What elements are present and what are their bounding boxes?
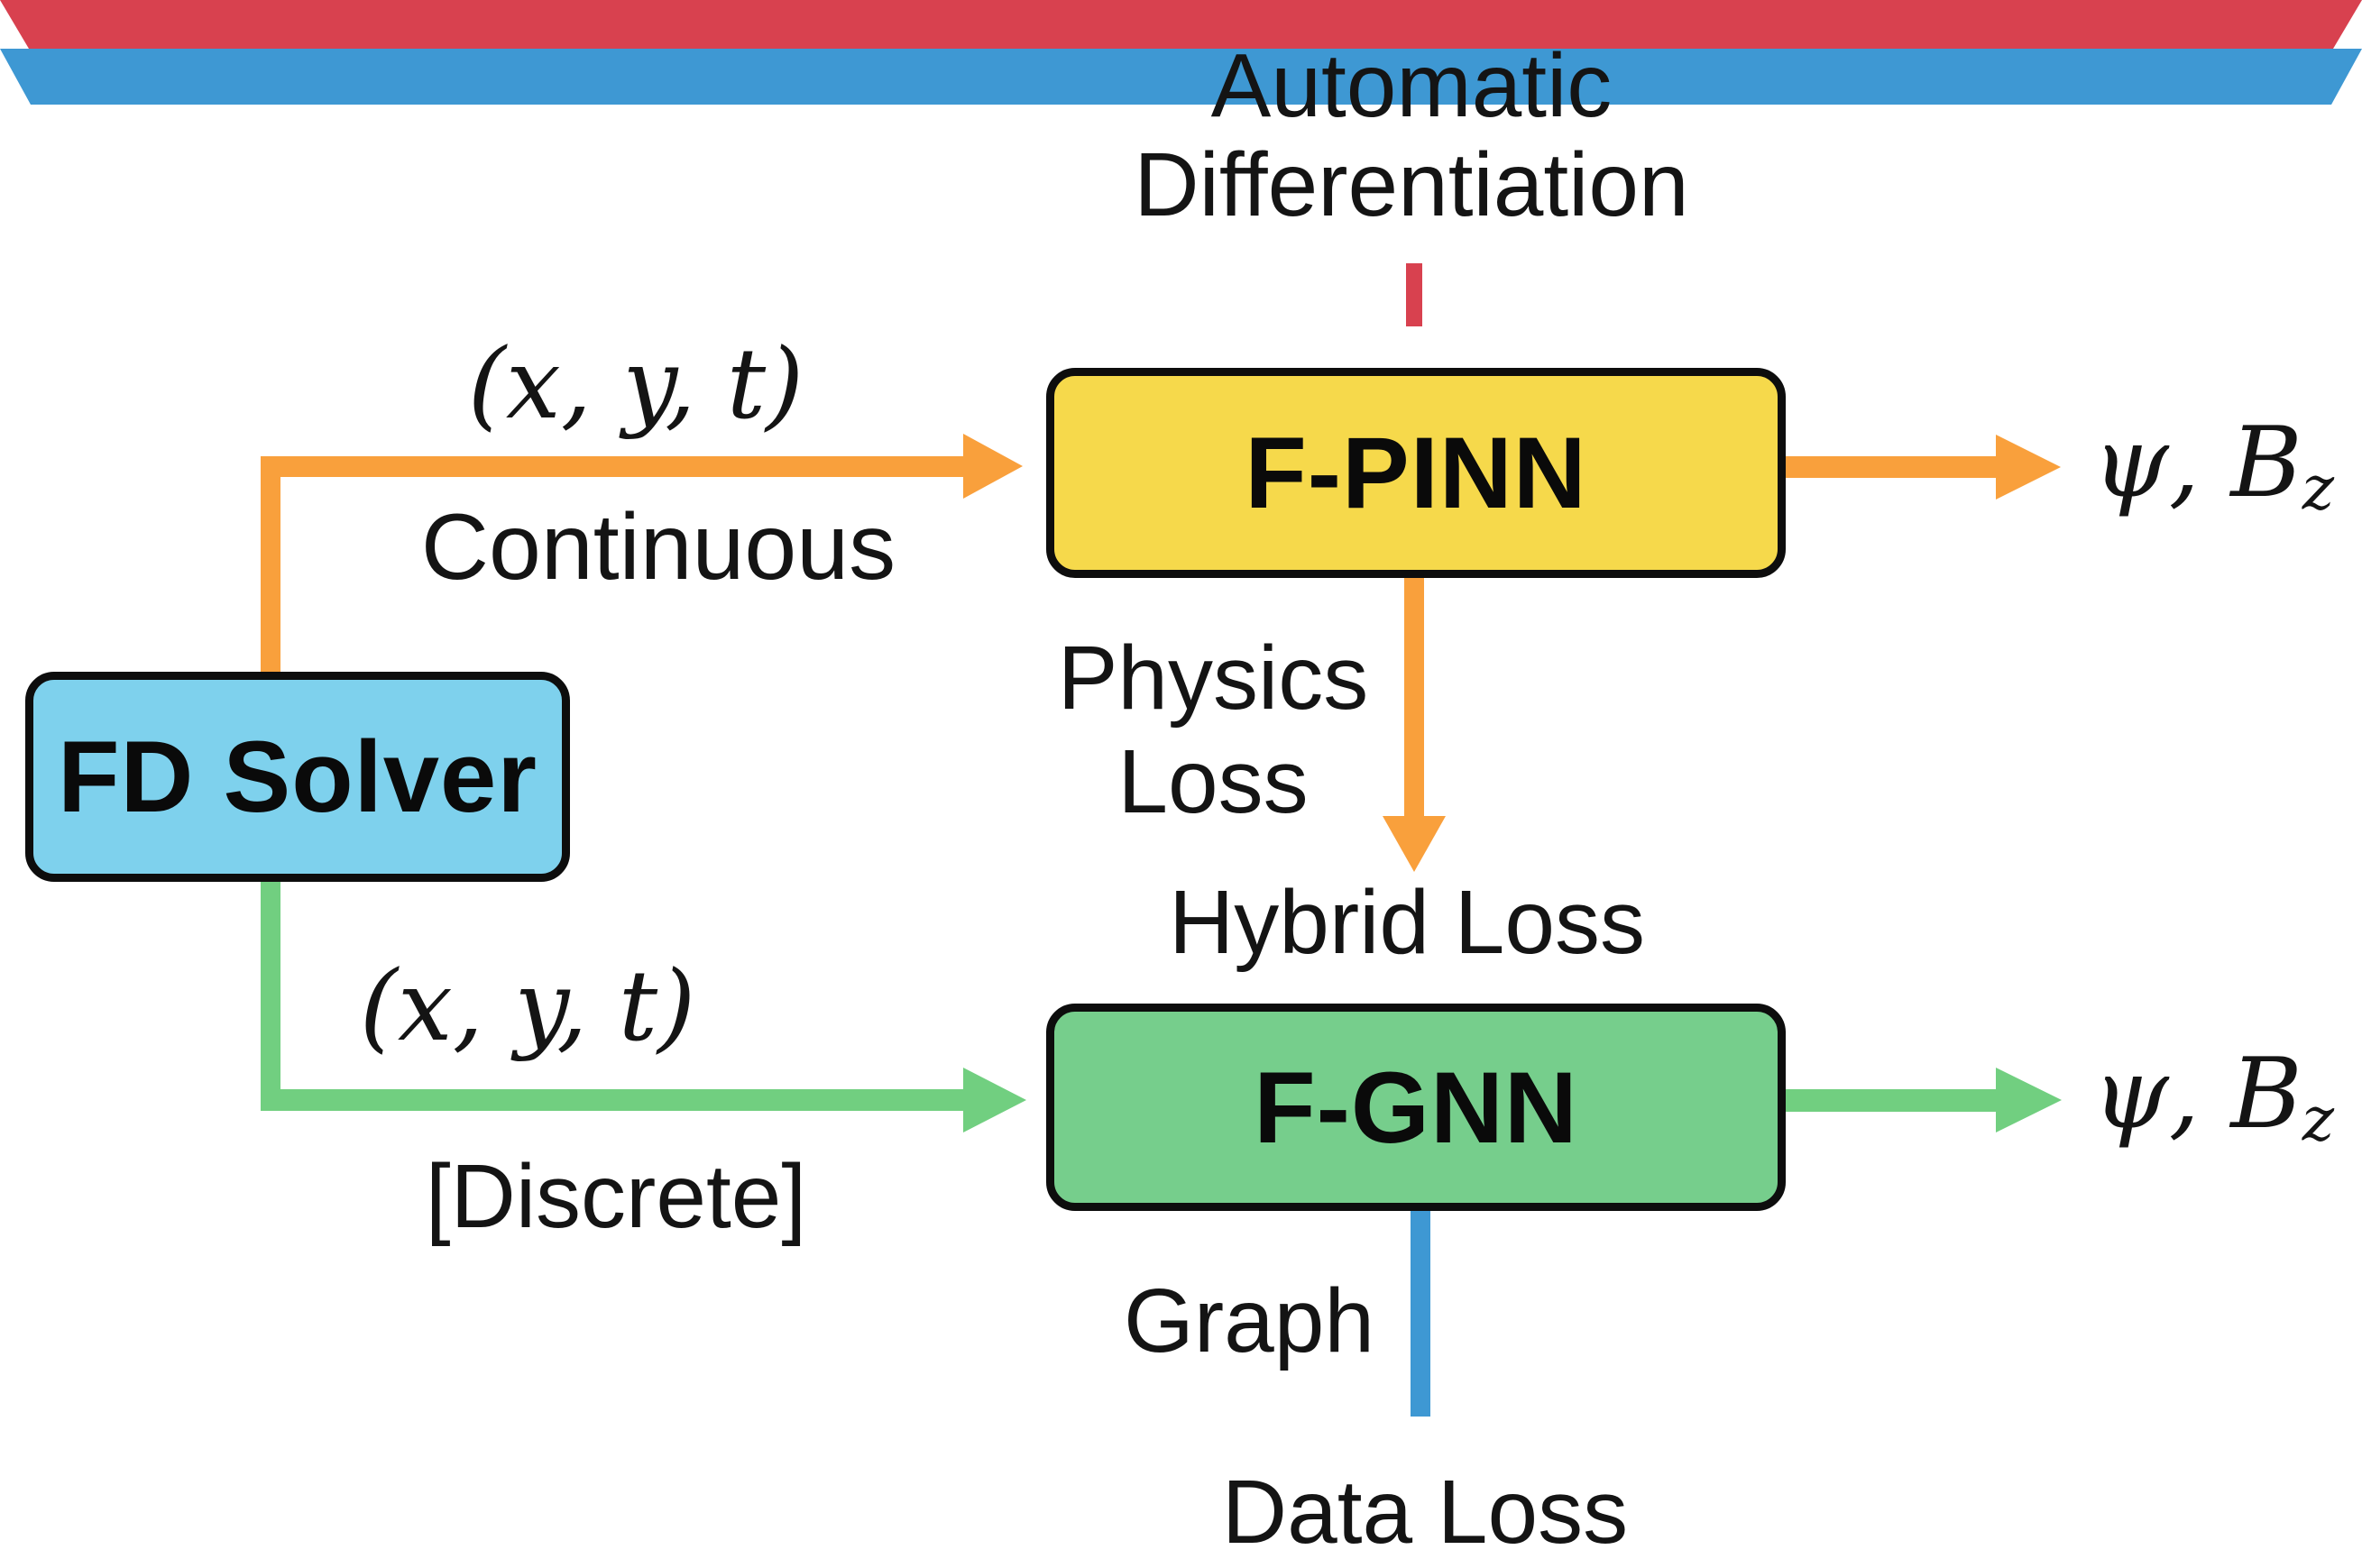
- physics-loss-label: Physics Loss: [942, 627, 1484, 834]
- discrete-arrow-right-icon: [963, 1068, 1026, 1132]
- physics-loss-arrow-shaft: [1404, 578, 1424, 819]
- physics-loss-arrow-down-icon: [1383, 816, 1446, 872]
- f-gnn-output-arrow-shaft: [1786, 1089, 1996, 1112]
- physics-loss-line1: Physics: [1057, 628, 1369, 729]
- data-loss-label: Data Loss: [1221, 1462, 1629, 1563]
- continuous-arrow-horizontal: [261, 456, 963, 477]
- node-f-pinn-label: F-PINN: [1245, 417, 1587, 529]
- physics-loss-line2: Loss: [1117, 731, 1309, 832]
- automatic-differentiation-line2: Differentiation: [1134, 134, 1689, 235]
- continuous-caption: Continuous: [420, 495, 896, 600]
- node-fd-solver: FD Solver: [25, 672, 570, 882]
- hybrid-loss-label: Hybrid Loss: [1169, 872, 1645, 973]
- graph-arrow-shaft: [1411, 1211, 1430, 1417]
- f-gnn-output-label: ψ, Bz: [2092, 1041, 2354, 1173]
- f-pinn-output-subscript: z: [2302, 453, 2334, 524]
- discrete-arrow-horizontal: [261, 1089, 963, 1111]
- f-pinn-output-arrow-right-icon: [1996, 435, 2061, 500]
- node-f-pinn: F-PINN: [1046, 368, 1786, 578]
- node-f-gnn-label: F-GNN: [1254, 1050, 1578, 1164]
- discrete-arrow-vertical: [261, 882, 280, 1111]
- f-gnn-output-main: ψ, B: [2092, 1038, 2302, 1151]
- continuous-math-label: (x, y, t): [467, 328, 804, 441]
- f-pinn-output-arrow-shaft: [1786, 456, 1996, 478]
- continuous-arrow-right-icon: [963, 434, 1023, 499]
- graph-label: Graph: [1124, 1270, 1374, 1371]
- auto-diff-arrow-shaft: [1406, 263, 1422, 326]
- graph-arrow-down-icon: [0, 49, 2362, 105]
- auto-diff-arrow-down-icon: [0, 0, 2362, 49]
- f-pinn-output-label: ψ, Bz: [2092, 410, 2354, 542]
- automatic-differentiation-line1: Automatic: [1210, 35, 1613, 136]
- continuous-arrow-vertical: [261, 456, 280, 672]
- automatic-differentiation-label: Automatic Differentiation: [1051, 36, 1772, 234]
- f-gnn-output-subscript: z: [2302, 1084, 2334, 1155]
- node-f-gnn: F-GNN: [1046, 1004, 1786, 1211]
- node-fd-solver-label: FD Solver: [58, 720, 538, 833]
- f-gnn-output-arrow-right-icon: [1996, 1068, 2062, 1132]
- discrete-caption: [Discrete]: [425, 1146, 807, 1247]
- f-pinn-output-main: ψ, B: [2092, 407, 2302, 519]
- discrete-math-label: (x, y, t): [359, 950, 696, 1063]
